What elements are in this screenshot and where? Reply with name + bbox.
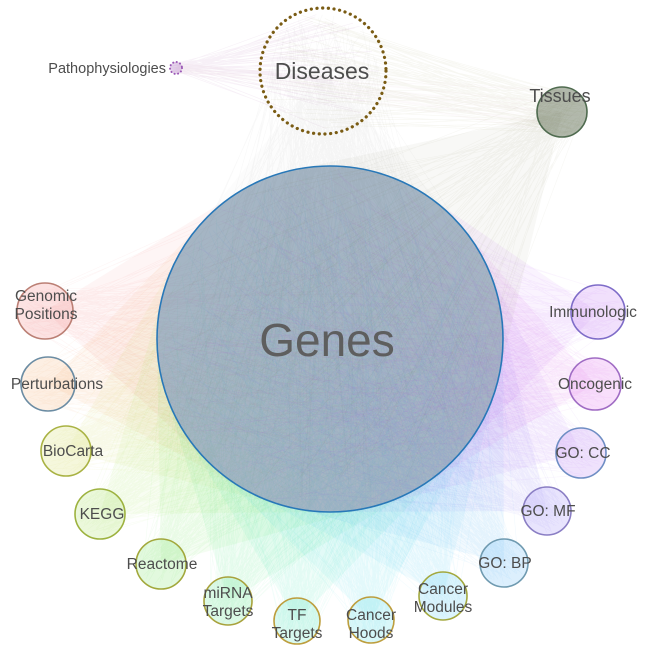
fan-mirna-targets: [157, 166, 503, 623]
node-mirna-targets[interactable]: [203, 576, 253, 626]
fan-biocarta: [43, 166, 503, 512]
node-perturbations[interactable]: [20, 356, 76, 412]
node-kegg[interactable]: [74, 488, 126, 540]
node-cancer-hoods[interactable]: [347, 596, 395, 644]
node-go-cc[interactable]: [555, 427, 607, 479]
fan-oncogenic: [157, 166, 619, 512]
genes-node-fill: [157, 166, 503, 512]
fan-tf-targets: [157, 166, 503, 641]
node-label-perturbations: Perturbations: [11, 376, 103, 393]
node-reactome[interactable]: [135, 538, 187, 590]
node-label-oncogenic: Oncogenic: [558, 376, 632, 393]
node-genomic-positions[interactable]: [16, 282, 74, 340]
node-label-reactome: Reactome: [127, 556, 198, 573]
node-biocarta[interactable]: [40, 425, 92, 477]
fan-diseases: [172, 14, 496, 507]
node-diseases[interactable]: [258, 6, 388, 136]
fan-go-cc: [157, 166, 604, 512]
edges-pathophysiologies-to-diseases: [170, 14, 379, 129]
node-label-go-mf: GO: MF: [520, 503, 575, 520]
fan-go-bp: [157, 166, 525, 585]
node-immunologic[interactable]: [570, 284, 626, 340]
node-go-mf[interactable]: [522, 486, 572, 536]
node-label-go-bp: GO: BP: [478, 555, 531, 572]
edges-tissues-to-diseases: [266, 15, 585, 134]
fan-reactome: [139, 166, 503, 584]
fan-cancer-hoods: [157, 166, 503, 641]
fan-perturbations: [23, 166, 503, 512]
genes-label: Genes: [259, 314, 395, 366]
node-label-biocarta: BioCarta: [43, 443, 104, 460]
node-cancer-modules[interactable]: [418, 571, 468, 621]
node-label-pathophysiologies: Pathophysiologies: [48, 61, 166, 77]
node-oncogenic[interactable]: [568, 357, 622, 411]
fan-tissues: [157, 91, 585, 512]
fan-go-mf: [157, 166, 569, 533]
node-go-bp[interactable]: [479, 538, 529, 588]
node-label-tissues: Tissues: [529, 86, 590, 106]
fan-genomic-positions: [23, 166, 503, 512]
node-label-go-cc: GO: CC: [555, 445, 610, 462]
fan-kegg: [77, 166, 503, 537]
node-label-immunologic: Immunologic: [549, 304, 637, 321]
node-label-diseases: Diseases: [275, 58, 370, 84]
node-pathophysiologies[interactable]: [169, 61, 183, 75]
edges-pathophysiologies-to-tissues: [171, 62, 584, 132]
fan-immunologic: [157, 166, 623, 512]
node-tf-targets[interactable]: [273, 597, 321, 645]
node-tissues[interactable]: [536, 86, 588, 138]
genes-node[interactable]: [156, 165, 504, 513]
node-label-kegg: KEGG: [80, 506, 125, 523]
